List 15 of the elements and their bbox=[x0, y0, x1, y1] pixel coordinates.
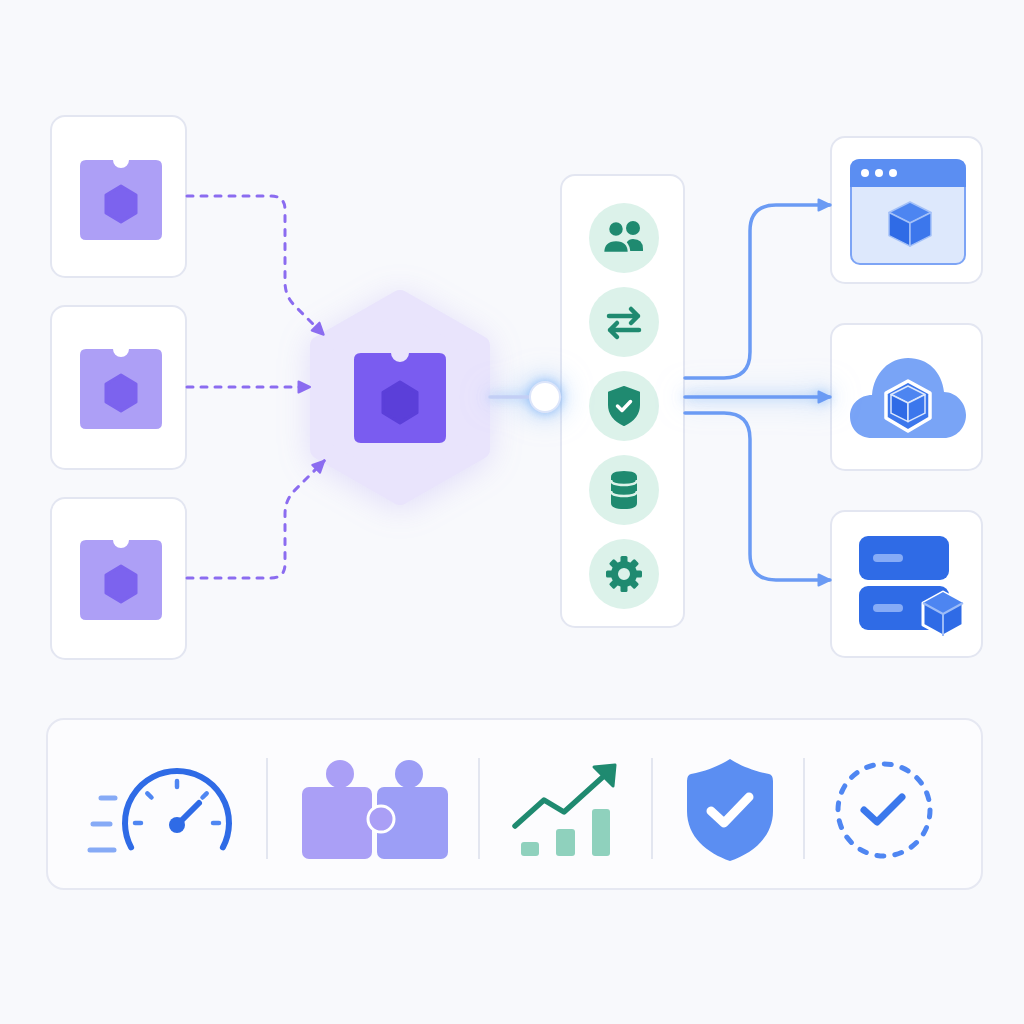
icon-card bbox=[830, 323, 983, 471]
dashed-arrow bbox=[185, 380, 312, 394]
dashed-arrow bbox=[185, 459, 326, 580]
icon-card bbox=[830, 510, 983, 658]
hexagon-hub bbox=[310, 290, 490, 505]
arrow bbox=[683, 411, 832, 587]
icon-card bbox=[50, 115, 187, 278]
icon-panel bbox=[560, 174, 685, 628]
dashed-arrow bbox=[185, 194, 326, 337]
connector-line bbox=[488, 381, 562, 413]
arrow bbox=[683, 198, 832, 380]
icon-card bbox=[50, 305, 187, 470]
icon-card bbox=[50, 497, 187, 660]
icon-card bbox=[830, 136, 983, 284]
arrow bbox=[683, 390, 832, 404]
